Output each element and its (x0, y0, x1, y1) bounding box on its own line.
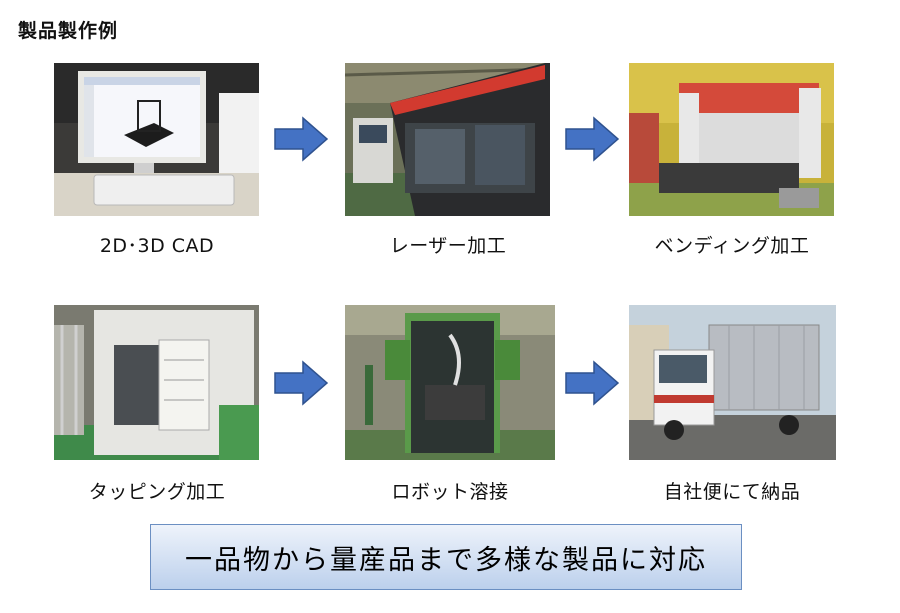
delivery-truck-photo (629, 305, 836, 460)
step-caption-delivery: 自社便にて納品 (663, 481, 801, 503)
bending-press-photo (629, 63, 834, 216)
page-title: 製品製作例 (18, 20, 119, 42)
tapping-machine-photo (54, 305, 259, 460)
flow-arrow-icon (274, 360, 329, 406)
robot-welding-photo (345, 305, 555, 460)
cad-workstation-photo (54, 63, 259, 216)
step-caption-laser: レーザー加工 (389, 235, 507, 257)
flow-arrow-icon (565, 360, 620, 406)
laser-machine-photo (345, 63, 550, 216)
flow-arrow-icon (274, 116, 329, 162)
capability-banner: 一品物から量産品まで多様な製品に対応 (150, 524, 742, 590)
step-caption-cad: 2D･3D CAD (99, 235, 215, 257)
step-caption-tapping: タッピング加工 (88, 481, 226, 503)
flow-arrow-icon (565, 116, 620, 162)
step-caption-bending: ベンディング加工 (654, 235, 810, 257)
step-caption-robot-welding: ロボット溶接 (391, 481, 509, 503)
